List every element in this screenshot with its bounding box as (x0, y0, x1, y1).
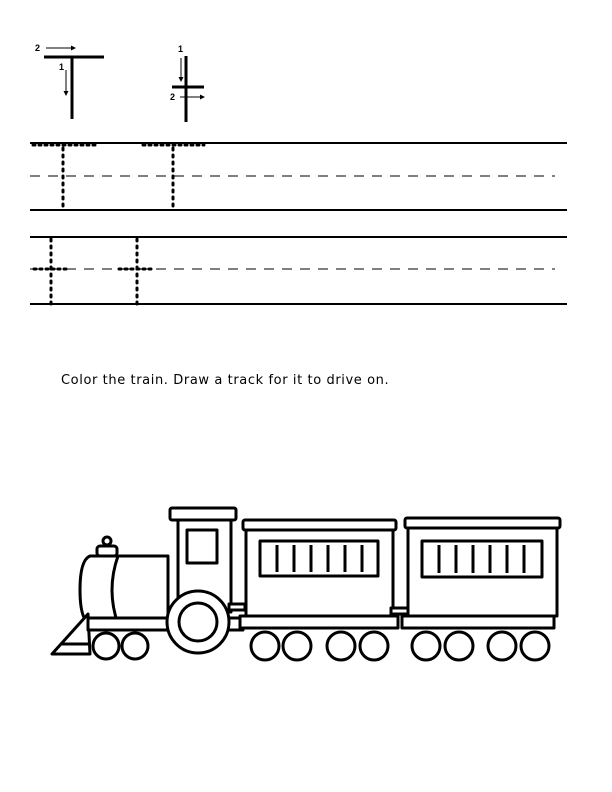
practice-row-uppercase (30, 142, 567, 212)
instruction-text: Color the train. Draw a track for it to … (61, 373, 390, 388)
car-2-wheel-3 (486, 630, 518, 662)
lowercase-stroke-number-1: 1 (178, 44, 183, 54)
car-1-wheel-4 (358, 630, 390, 662)
car-1-window-band (258, 539, 380, 578)
car-2-window-bars (437, 545, 526, 573)
train-illustration (50, 506, 562, 662)
boiler (78, 554, 170, 626)
dotted-uppercase-t-2 (141, 143, 206, 212)
car-1-wheel-3 (325, 630, 357, 662)
dotted-lowercase-t-2 (117, 237, 157, 306)
car-1-base (238, 614, 400, 630)
car-2-window-band (420, 539, 544, 579)
locomotive-small-wheel-1 (91, 631, 121, 661)
smoke-stack (95, 544, 119, 558)
cowcatcher (50, 612, 92, 656)
car-2-base (400, 614, 556, 630)
dotted-uppercase-t-1 (31, 143, 97, 212)
lowercase-t-stroke-guide: 1 2 (170, 44, 205, 122)
coupler-1 (227, 602, 247, 612)
uppercase-stroke-number-2: 2 (35, 43, 40, 53)
uppercase-stroke-number-1: 1 (59, 62, 64, 72)
car-1-wheel-1 (249, 630, 281, 662)
stack-cap (101, 535, 113, 547)
cab-window (185, 528, 219, 565)
cab-roof (168, 506, 238, 522)
practice-row-lowercase (30, 236, 567, 306)
car-1-wheel-2 (281, 630, 313, 662)
car-1-window-bars (275, 545, 364, 572)
uppercase-t-stroke-guide: 2 1 (35, 43, 104, 119)
coupler-2 (389, 606, 410, 616)
locomotive-drive-wheel-hub (177, 601, 219, 643)
car-2-wheel-1 (410, 630, 442, 662)
car-2-wheel-4 (519, 630, 551, 662)
dotted-lowercase-t-1 (32, 237, 70, 306)
lowercase-stroke-number-2: 2 (170, 92, 175, 102)
locomotive-small-wheel-2 (120, 631, 150, 661)
car-2-wheel-2 (443, 630, 475, 662)
